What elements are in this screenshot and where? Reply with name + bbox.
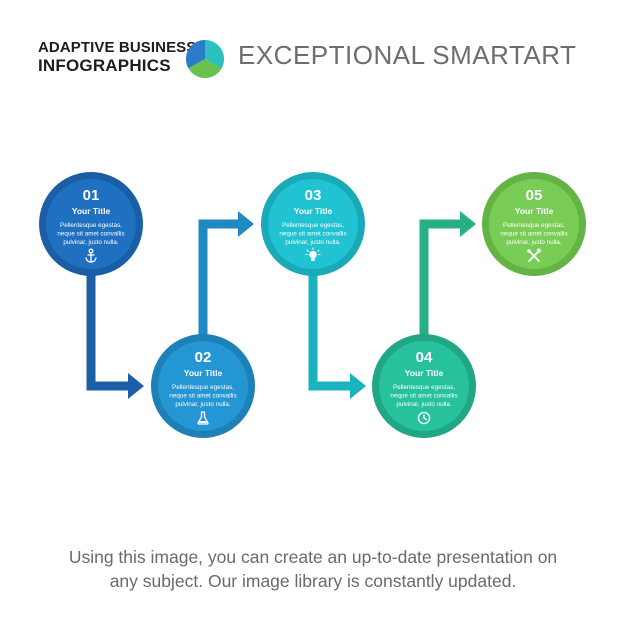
caption-line-1: Using this image, you can create an up-t… [68, 547, 558, 567]
step-title: Your Title [515, 206, 554, 216]
tools-icon [527, 248, 542, 262]
step-description-line: neque sit amet convallis [279, 231, 346, 238]
step-description-line: Pellentesque egestas, [60, 222, 122, 229]
step-description-line: pulvinar, justo nulla. [63, 239, 119, 246]
brand-line-1: ADAPTIVE BUSINESS [38, 39, 197, 56]
step-description-line: neque sit amet convallis [57, 231, 124, 238]
step-disc [46, 179, 136, 269]
step-description-line: pulvinar, justo nulla. [396, 401, 452, 408]
step-description-line: Pellentesque egestas, [282, 222, 344, 229]
flask-icon [197, 411, 209, 425]
anchor-icon [85, 248, 97, 263]
brand-line-2: INFOGRAPHICS [38, 56, 171, 75]
step-title: Your Title [294, 206, 333, 216]
step-description-line: neque sit amet convallis [500, 231, 567, 238]
step-disc [158, 341, 248, 431]
step-number: 02 [195, 349, 212, 366]
caption-line-2: any subject. Our image library is consta… [109, 570, 517, 591]
step-number: 04 [416, 349, 433, 366]
brand-title: ADAPTIVE BUSINESS INFOGRAPHICS [38, 40, 196, 74]
step-description-line: pulvinar, justo nulla. [506, 239, 562, 246]
step-disc [379, 341, 469, 431]
lightbulb-icon [305, 247, 321, 261]
step-description-line: Pellentesque egestas, [503, 222, 565, 229]
step-number: 05 [526, 187, 543, 204]
connector-3-4 [308, 270, 366, 399]
clock-icon [417, 411, 431, 425]
step-disc [268, 179, 358, 269]
step-description-line: pulvinar, justo nulla. [175, 401, 231, 408]
connector-2-3 [198, 211, 254, 336]
page-headline: EXCEPTIONAL SMARTART [238, 40, 577, 70]
brand-logo-icon [186, 40, 224, 78]
step-description-line: neque sit amet convallis [390, 393, 457, 400]
step-description-line: Pellentesque egestas, [393, 384, 455, 391]
caption: Using this image, you can create an up-t… [0, 546, 626, 593]
step-description-line: neque sit amet convallis [169, 393, 236, 400]
step-title: Your Title [184, 368, 223, 378]
step-number: 01 [83, 187, 100, 204]
connector-4-5 [419, 211, 476, 336]
step-title: Your Title [72, 206, 111, 216]
step-description-line: pulvinar, justo nulla. [285, 239, 341, 246]
step-number: 03 [305, 187, 322, 204]
connector-1-2 [86, 270, 144, 399]
step-title: Your Title [405, 368, 444, 378]
step-disc [489, 179, 579, 269]
step-description-line: Pellentesque egestas, [172, 384, 234, 391]
